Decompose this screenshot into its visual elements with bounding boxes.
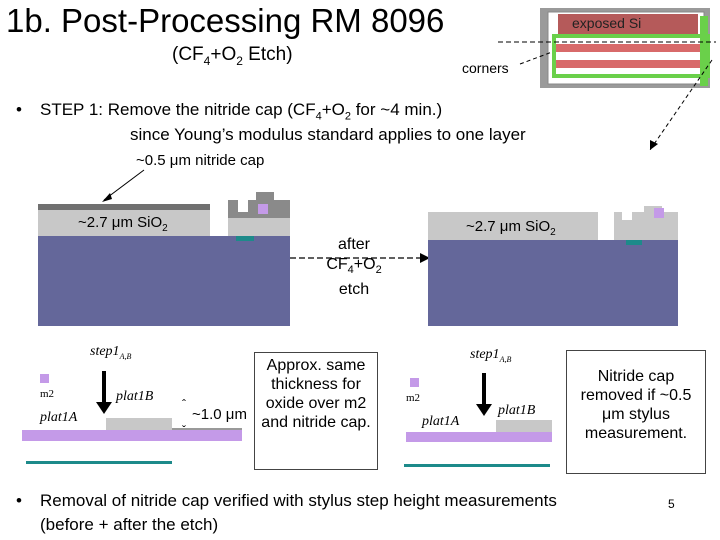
left-step-label: step1A,B: [90, 344, 132, 361]
same-thickness-note: Approx. same thickness for oxide over m2…: [254, 352, 378, 470]
step1-line2: since Young’s modulus standard applies t…: [130, 125, 526, 144]
page-number: 5: [668, 497, 675, 511]
slide-subtitle: (CF4+O2 Etch): [172, 44, 293, 68]
svg-text:ˆ: ˆ: [182, 397, 186, 411]
bottom-bullet-line1: Removal of nitride cap verified with sty…: [40, 491, 557, 510]
right-plat1b-label: plat1B: [498, 403, 536, 418]
right-plat1a-label: plat1A: [422, 414, 460, 429]
svg-text:ˇ: ˇ: [182, 423, 186, 437]
right-step-diagram: [404, 373, 552, 467]
exposed-si-label: exposed Si: [572, 15, 642, 31]
bottom-bullet-line2: (before + after the etch): [40, 515, 219, 534]
right-step-label: step1A,B: [470, 347, 512, 364]
before-oxide-label: ~2.7 μm SiO2: [78, 214, 168, 234]
left-step-diagram: ˆ ˇ: [22, 371, 242, 464]
nitride-cap-label: ~0.5 μm nitride cap: [136, 152, 265, 169]
step-thickness-label: ~1.0 μm: [192, 406, 247, 423]
before-cross-section: [38, 192, 290, 326]
nitride-removed-note: Nitride cap removed if ~0.5 μm stylus me…: [566, 350, 706, 474]
after-oxide-label: ~2.7 μm SiO2: [466, 218, 556, 238]
left-m2-label: m2: [40, 388, 55, 400]
step1-bullet-marker: •: [16, 100, 22, 119]
right-m2-label: m2: [406, 392, 421, 404]
corners-label: corners: [462, 60, 509, 76]
left-plat1a-label: plat1A: [40, 410, 78, 425]
left-plat1b-label: plat1B: [116, 389, 154, 404]
after-etch-label: after CF4+O2 etch: [326, 236, 382, 299]
step1-line1: STEP 1: Remove the nitride cap (CF4+O2 f…: [40, 100, 443, 123]
slide-title: 1b. Post-Processing RM 8096: [6, 2, 445, 39]
corners-leader-line: [519, 51, 553, 65]
after-cross-section: [428, 206, 678, 326]
chip-inset-image: [540, 8, 710, 88]
bottom-bullet-marker: •: [16, 491, 22, 510]
